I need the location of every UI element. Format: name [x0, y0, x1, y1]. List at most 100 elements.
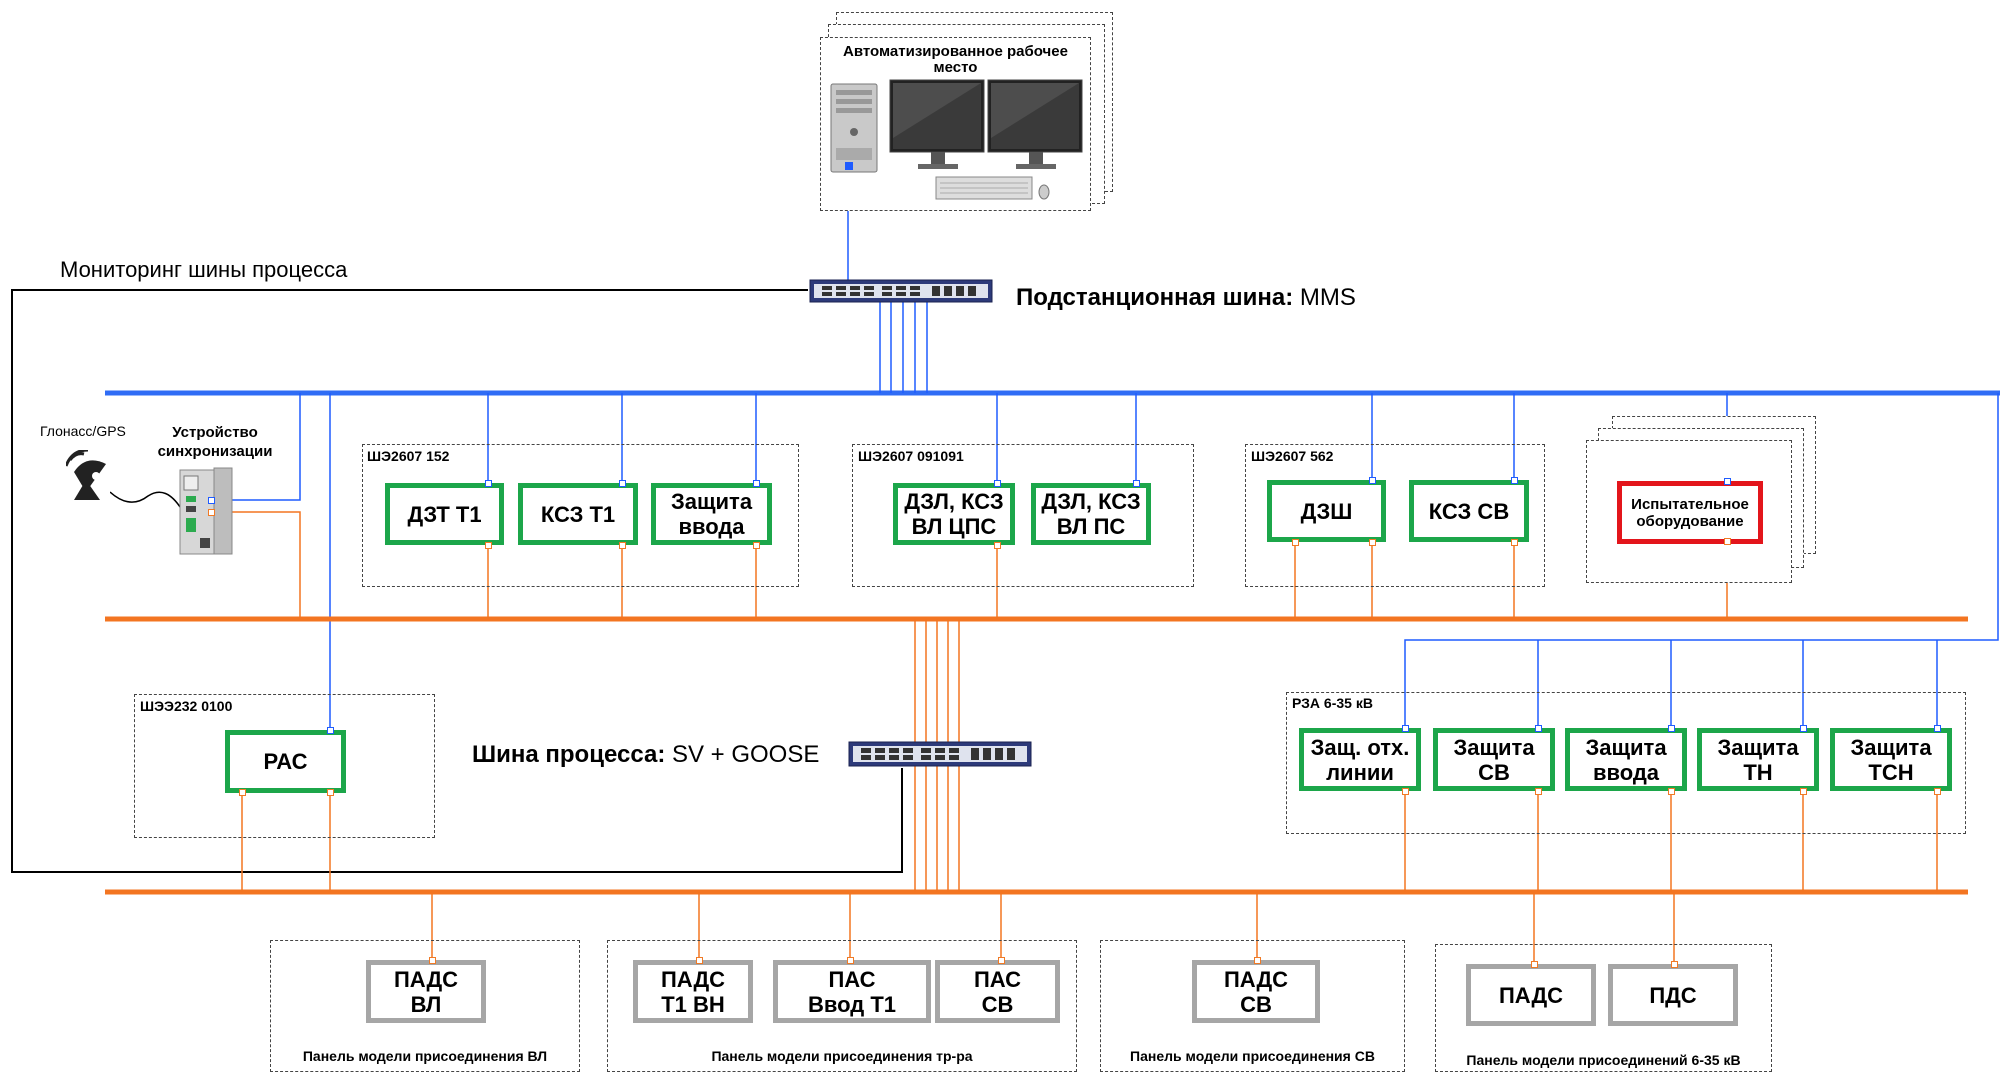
station-bus-port [1723, 477, 1731, 485]
station-bus-port [326, 726, 334, 734]
device-dzl-ksz-vl-ps-label: ДЗЛ, КСЗ ВЛ ПС [1041, 489, 1141, 539]
process-bus-label: Шина процесса: SV + GOOSE [472, 741, 819, 769]
device-input-protection-152-label: Защита ввода [670, 489, 753, 539]
workstation-icon [830, 79, 1083, 200]
station-bus-label-rest: MMS [1293, 284, 1356, 311]
process-bus-port [1291, 538, 1299, 546]
device-sv-protection[interactable]: Защита СВ [1433, 728, 1555, 791]
panel-6-35-title: Панель модели присоединений 6-35 кВ [1466, 1052, 1741, 1068]
process-bus-port [1253, 956, 1261, 964]
cabinet-rza-6-35 [1286, 692, 1966, 834]
device-input-protection-635[interactable]: Защита ввода [1565, 728, 1687, 791]
device-test-equipment[interactable]: Испытательное оборудование [1617, 481, 1763, 544]
monitoring-line [11, 289, 903, 873]
station-bus-port [993, 479, 1001, 487]
sync-device-icon [179, 467, 233, 555]
device-dzl-ksz-vl-cps[interactable]: ДЗЛ, КСЗ ВЛ ЦПС [893, 483, 1015, 545]
cabinet-rza-6-35-title: РЗА 6-35 кВ [1292, 695, 1373, 711]
device-dzsh-label: ДЗШ [1300, 498, 1353, 524]
process-bus-port [326, 788, 334, 796]
device-pads-t1-vn[interactable]: ПАДС Т1 ВН [633, 960, 753, 1023]
station-bus-port [1667, 724, 1675, 732]
device-pas-input-t1[interactable]: ПАС Ввод Т1 [773, 960, 931, 1023]
process-bus-port [1799, 787, 1807, 795]
process-bus-port [428, 956, 436, 964]
device-pds-635[interactable]: ПДС [1608, 964, 1738, 1026]
device-pads-vl[interactable]: ПАДС ВЛ [366, 960, 486, 1023]
process-bus-port [1510, 538, 1518, 546]
device-pads-vl-label: ПАДС ВЛ [393, 966, 459, 1017]
device-ksz-t1[interactable]: КСЗ Т1 [518, 483, 638, 545]
device-feeder-protection[interactable]: Защ. отх. линии [1299, 728, 1421, 791]
process-bus-port [846, 956, 854, 964]
station-bus-port [1799, 724, 1807, 732]
device-dzt-t1-label: ДЗТ Т1 [407, 501, 482, 527]
antenna-cable [110, 491, 183, 511]
device-feeder-protection-label: Защ. отх. линии [1310, 734, 1410, 785]
process-bus-port [1723, 537, 1731, 545]
satellite-antenna-icon [66, 450, 106, 500]
process-bus-label-bold: Шина процесса: [472, 741, 666, 768]
device-test-equipment-label: Испытательное оборудование [1631, 495, 1749, 530]
cabinet-562-title: ШЭ2607 562 [1251, 448, 1334, 464]
device-pds-635-label: ПДС [1649, 982, 1697, 1008]
station-bus-port [1132, 479, 1140, 487]
monitoring-label: Мониторинг шины процесса [60, 257, 348, 282]
process-bus-port [993, 541, 1001, 549]
station-bus-port [1401, 724, 1409, 732]
device-ksz-sv[interactable]: КСЗ СВ [1409, 480, 1529, 542]
station-bus-label-bold: Подстанционная шина: [1016, 284, 1294, 311]
station-bus-label: Подстанционная шина: MMS [1016, 284, 1356, 312]
sync-port-orange [208, 509, 215, 516]
device-pads-sv-label: ПАДС СВ [1223, 966, 1289, 1017]
process-bus-port [695, 956, 703, 964]
device-pas-sv-label: ПАС СВ [973, 966, 1022, 1017]
cabinet-091091 [852, 444, 1194, 587]
device-pads-635[interactable]: ПАДС [1466, 964, 1596, 1026]
process-bus-drops [212, 511, 1938, 964]
station-bus-port [618, 479, 626, 487]
device-sv-protection-label: Защита СВ [1453, 734, 1535, 785]
panel-sv-title: Панель модели присоединения СВ [1130, 1048, 1375, 1064]
process-bus-port [1534, 787, 1542, 795]
device-pads-635-label: ПАДС [1498, 982, 1564, 1008]
station-bus-drops [212, 393, 1999, 730]
panel-vl-title: Панель модели присоединения ВЛ [302, 1048, 548, 1064]
device-tsn-protection[interactable]: Защита ТСН [1830, 728, 1952, 791]
process-bus-port [1667, 787, 1675, 795]
device-pas-sv[interactable]: ПАС СВ [935, 960, 1060, 1023]
device-ras[interactable]: РАС [225, 730, 346, 793]
device-ksz-t1-label: КСЗ Т1 [540, 501, 616, 527]
cabinet-0100 [134, 694, 435, 838]
cabinet-152 [362, 444, 799, 587]
cabinet-091091-title: ШЭ2607 091091 [858, 448, 964, 464]
device-tn-protection-label: Защита ТН [1717, 734, 1799, 785]
station-bus-port [752, 479, 760, 487]
station-bus-port [484, 479, 492, 487]
device-input-protection-635-label: Защита ввода [1585, 734, 1667, 785]
device-pads-t1-vn-label: ПАДС Т1 ВН [660, 966, 726, 1017]
device-dzl-ksz-vl-ps[interactable]: ДЗЛ, КСЗ ВЛ ПС [1031, 483, 1151, 545]
device-input-protection-152[interactable]: Защита ввода [651, 483, 772, 545]
process-bus-port [752, 541, 760, 549]
device-dzt-t1[interactable]: ДЗТ Т1 [385, 483, 504, 545]
process-bus-port [1401, 787, 1409, 795]
station-switch-links [879, 302, 928, 393]
process-bus-label-rest: SV + GOOSE [665, 741, 820, 768]
sync-port-blue [208, 497, 215, 504]
process-bus-port [1530, 960, 1538, 968]
device-pas-input-t1-label: ПАС Ввод Т1 [807, 966, 897, 1017]
station-bus-port [1933, 724, 1941, 732]
cabinet-562 [1245, 444, 1545, 587]
device-dzl-ksz-vl-cps-label: ДЗЛ, КСЗ ВЛ ЦПС [904, 489, 1004, 539]
station-bus-switch-icon [809, 279, 993, 303]
device-dzsh[interactable]: ДЗШ [1267, 480, 1386, 542]
device-pads-sv[interactable]: ПАДС СВ [1192, 960, 1320, 1023]
station-bus-port [1368, 476, 1376, 484]
process-bus-port [238, 788, 246, 796]
device-tn-protection[interactable]: Защита ТН [1697, 728, 1819, 791]
workstation-title: Автоматизированное рабочее место [843, 43, 1068, 76]
cabinet-152-title: ШЭ2607 152 [367, 448, 450, 464]
